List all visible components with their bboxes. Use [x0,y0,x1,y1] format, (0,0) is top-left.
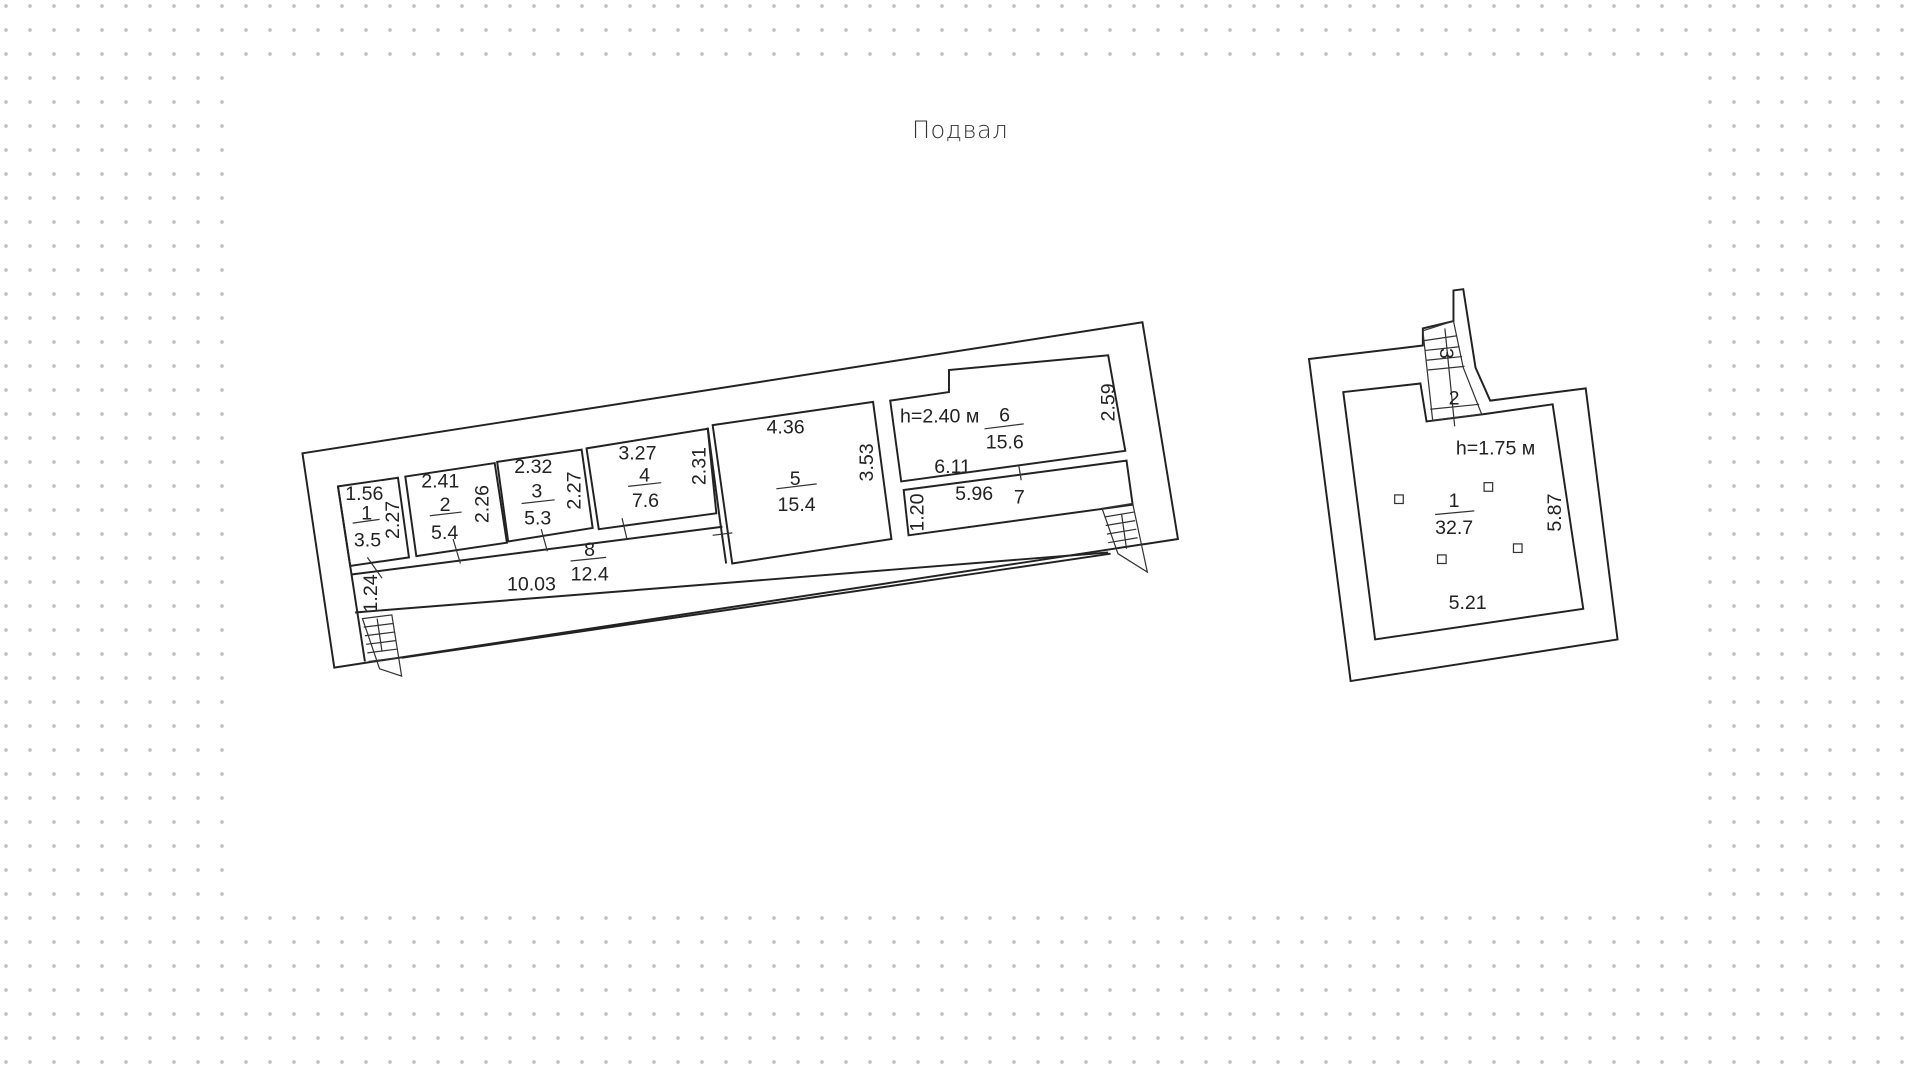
room-2-outline [404,461,509,558]
annex-stairs-icon [1422,320,1483,427]
ceiling-height-annex: h=1.75 м [1456,438,1535,460]
annex-plan: 3 2 h=1.75 м 1 32.7 5.87 5.21 [1307,288,1619,683]
room-6-width: 6.11 [934,456,971,478]
main-outer-wall [301,321,1180,669]
room-2-width: 2.41 [421,471,459,493]
room-5-depth: 3.53 [856,443,878,481]
corridor-top-wall [351,525,723,576]
stairs-right-icon [1101,502,1149,574]
area-fraction-lines [352,423,1024,562]
room-3-number: 3 [531,480,542,502]
room-6-depth: 2.59 [1097,383,1119,421]
main-building-plan: 1.56 1 3.5 2.27 2.41 2 5.4 2.26 2.32 3 5… [301,321,1180,678]
stairs-left-icon [361,614,403,678]
room-5-width: 4.36 [767,417,805,439]
room-4-depth: 2.31 [688,447,710,485]
room-5-outline [711,400,893,565]
room-3-width: 2.32 [514,456,552,478]
annex-room-1-area: 32.7 [1435,517,1473,539]
ceiling-height-main: h=2.40 м [900,406,979,428]
room-8-area: 12.4 [571,564,609,586]
door-marks [366,465,1022,579]
annex-room-1-outline [1342,382,1585,641]
annex-room-1-width: 5.21 [1449,592,1487,614]
annex-stair-label-2: 2 [1449,387,1460,409]
room-4-number: 4 [639,464,650,486]
room-8-width: 10.03 [507,573,556,595]
corridor-bottom-wall [355,551,1109,614]
room-7-number: 7 [1014,486,1025,508]
annex-columns [1394,482,1523,565]
content-panel [230,68,1692,910]
room-8-number: 8 [584,539,595,561]
room-2-number: 2 [440,494,451,516]
room-3-depth: 2.27 [563,472,585,510]
room-7-depth: 1.20 [906,493,928,531]
room-6-outline [889,354,1127,483]
room-1-number: 1 [361,502,372,524]
room-7-width: 5.96 [955,483,993,505]
room-1-width: 1.56 [345,483,383,505]
room-8-depth: 1.24 [360,574,382,612]
page-title: Подвал [911,116,1009,144]
room-6-area: 15.6 [986,431,1024,453]
room-5-number: 5 [790,468,801,490]
room-3-area: 5.3 [524,507,551,529]
annex-room-1-depth: 5.87 [1544,494,1566,532]
room-4-width: 3.27 [618,442,656,464]
annex-stair-label-3: 3 [1435,348,1457,359]
room-4-outline [585,427,718,531]
room-1-area: 3.5 [354,529,381,551]
room-4-area: 7.6 [632,490,659,512]
room-2-area: 5.4 [431,522,458,544]
room-5-area: 15.4 [778,494,816,516]
room-3-outline [496,448,594,543]
annex-room-1-number: 1 [1449,490,1460,512]
building-inner-bottom [401,552,1111,659]
annex-area-fraction-line [1435,510,1475,516]
room-1-outline [336,476,411,568]
room-1-depth: 2.27 [382,501,404,539]
room-2-depth: 2.26 [472,485,494,523]
room-5-left-wall [706,427,728,564]
room-6-number: 6 [999,404,1010,426]
